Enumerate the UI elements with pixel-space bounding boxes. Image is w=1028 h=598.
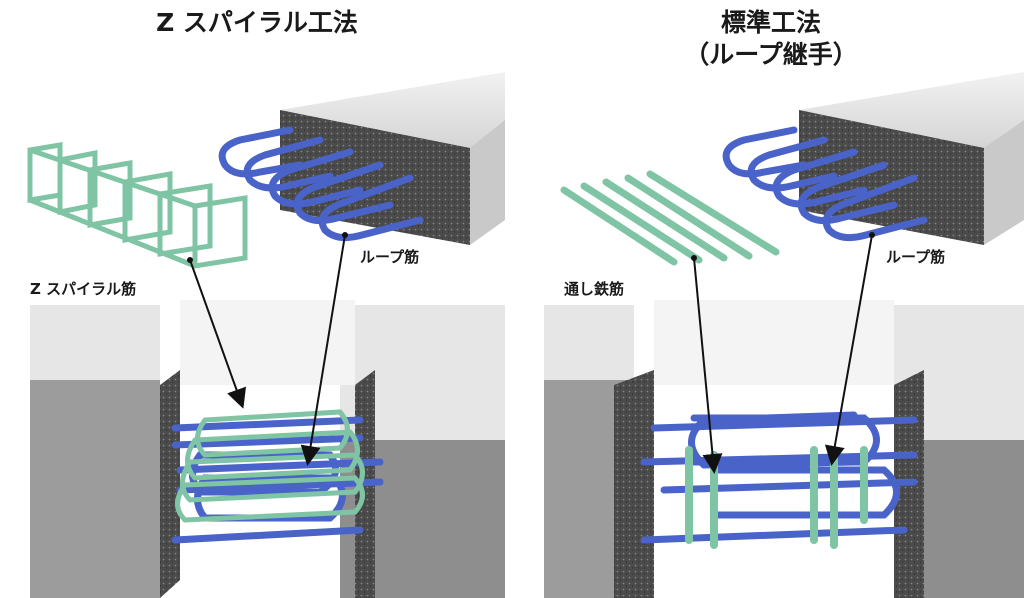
loop-bars-upper-right (722, 126, 928, 242)
spiral-bar-arrow (189, 259, 247, 409)
z-spiral-method-panel: Z スパイラル工法 (27, 8, 505, 598)
loop-bar-arrow-dot (342, 232, 348, 238)
joint-rebar-assembly-right (640, 411, 918, 549)
standard-method-panel: 標準工法 （ループ継手） (514, 0, 1028, 598)
standard-method-title: 標準工法 (720, 8, 821, 37)
standard-method-illustration (544, 72, 1024, 598)
z-spiral-illustration (27, 72, 505, 598)
joint-rebar-assembly (171, 409, 384, 544)
straight-through-bars (560, 170, 780, 266)
loop-bar-arrow (300, 234, 346, 466)
standard-method-subtitle: （ループ継手） (684, 40, 858, 69)
loop-bars-upper (218, 126, 424, 242)
loop-bar-label-right: ループ筋 (886, 248, 946, 266)
z-spiral-method-title: Z スパイラル工法 (156, 8, 358, 37)
z-spiral-bar-coil (27, 142, 248, 269)
straight-bar-arrow-dot (691, 255, 697, 261)
loop-bar-label-left: ループ筋 (360, 248, 420, 266)
straight-bar-label: 通し鉄筋 (564, 280, 625, 298)
lower-precast-slab (30, 300, 505, 598)
z-spiral-bar-label: Z スパイラル筋 (30, 280, 137, 298)
straight-bar-arrow (693, 257, 723, 474)
loop-bar-arrow-dot-right (869, 232, 875, 238)
loop-bar-arrow-right (824, 234, 873, 466)
spiral-bar-arrow-dot (187, 257, 193, 263)
lower-precast-slab-right (544, 300, 1024, 598)
